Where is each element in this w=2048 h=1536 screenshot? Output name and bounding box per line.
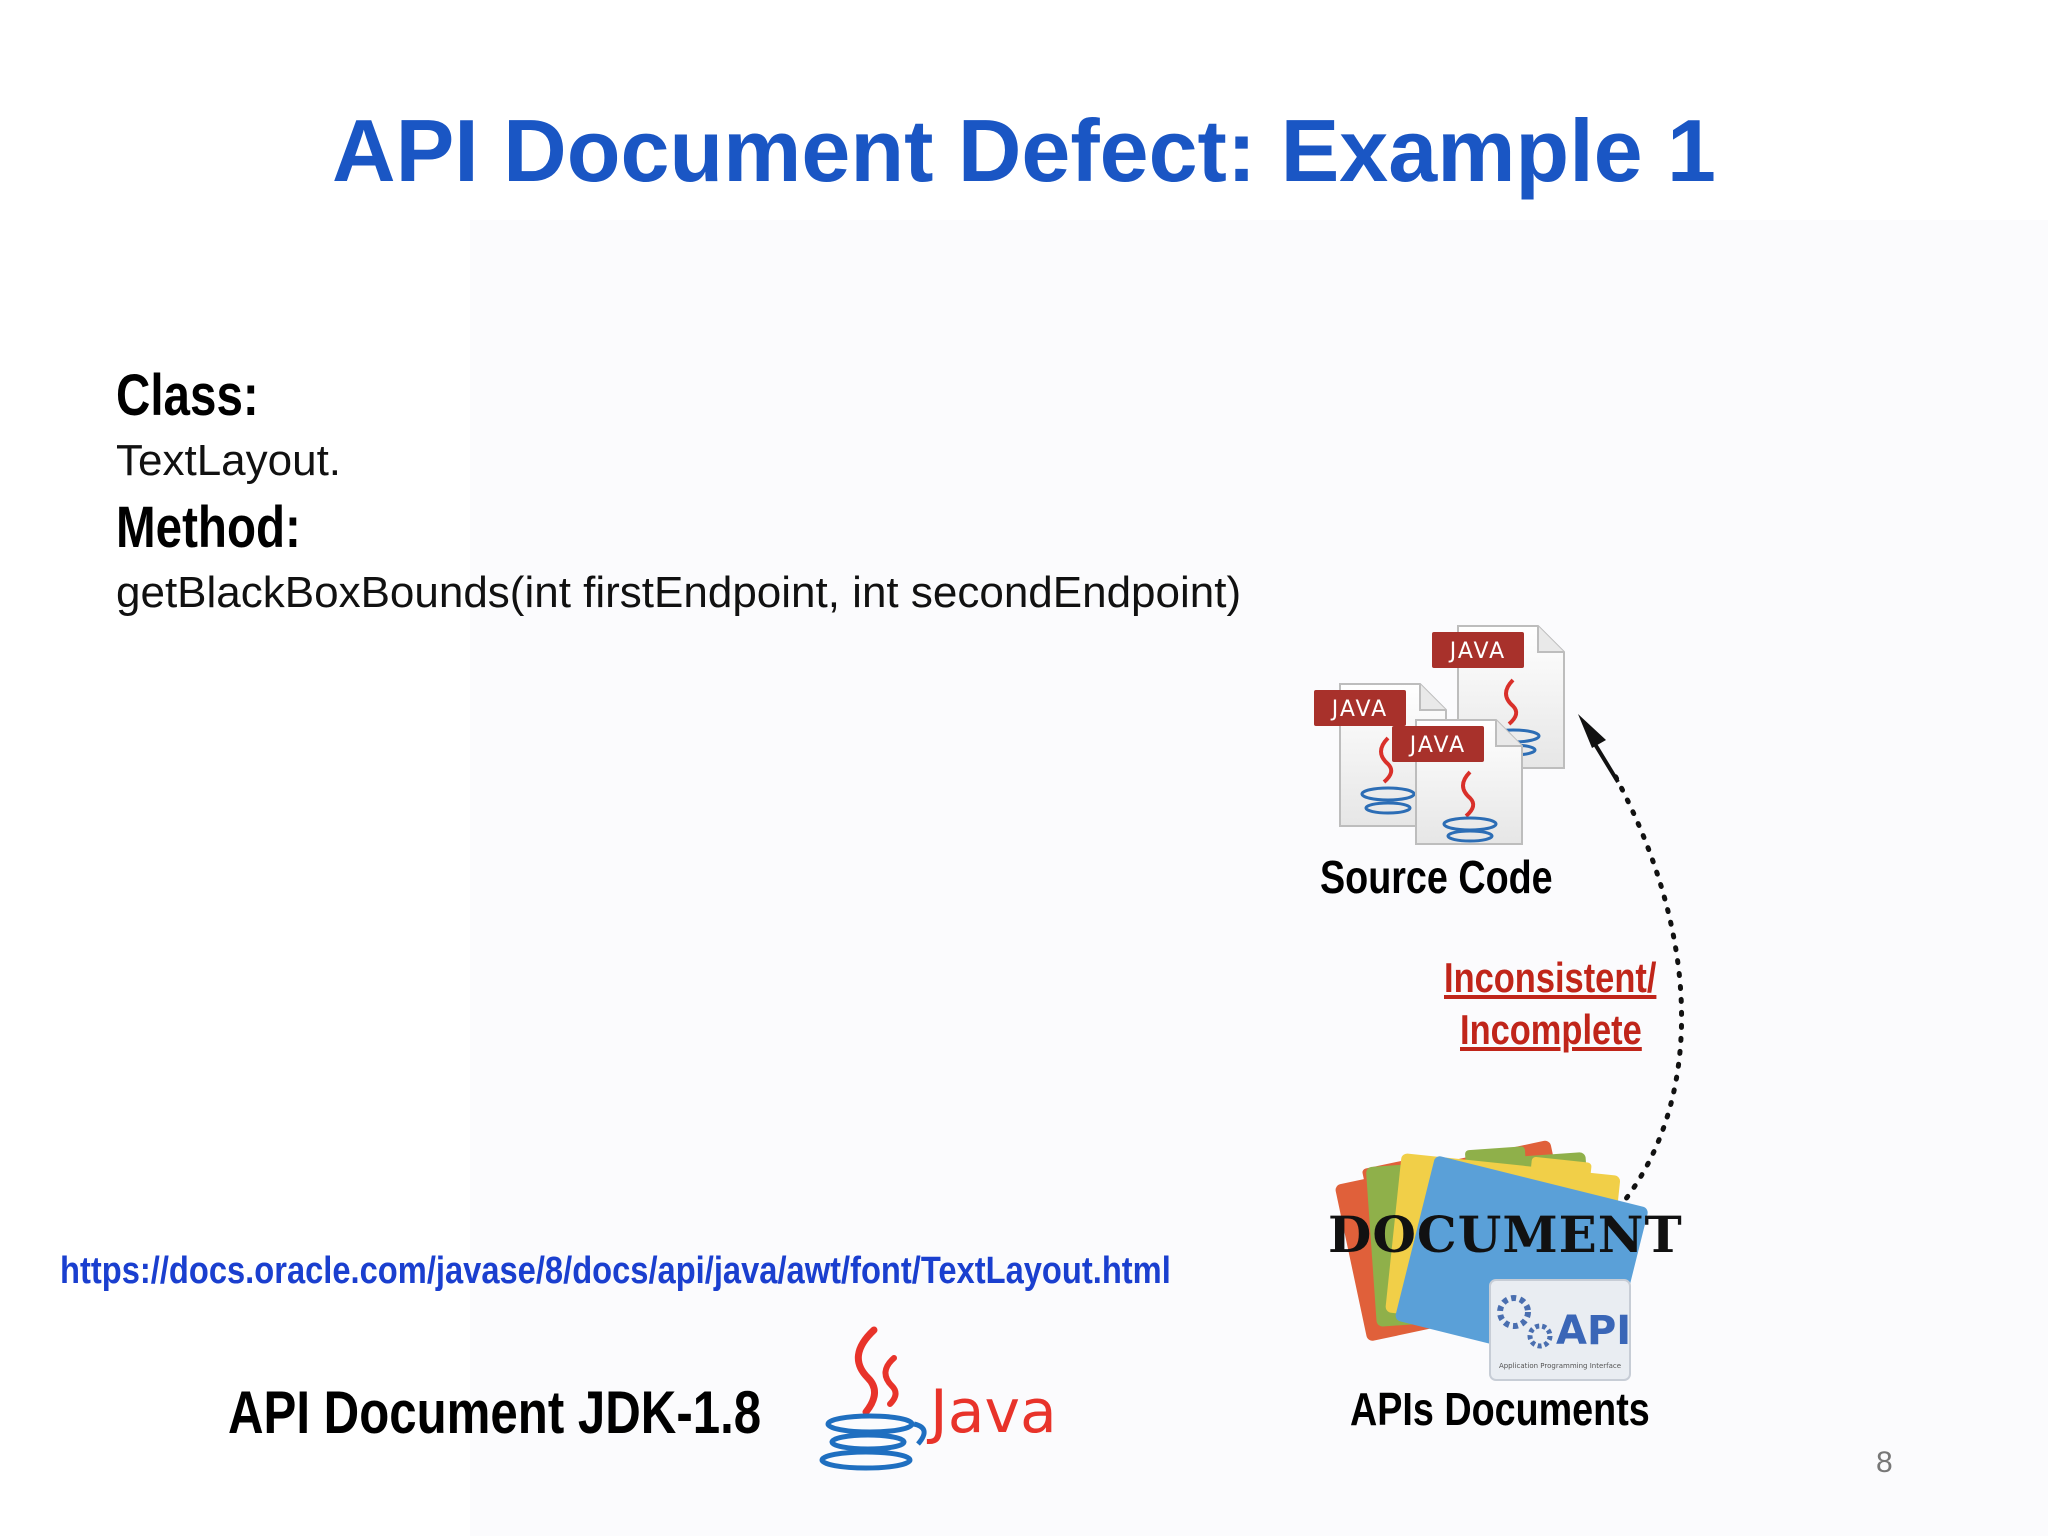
annotation-inconsistent: Inconsistent/ — [1444, 954, 1657, 1001]
documents-wordmark: DOCUMENTS — [1328, 1205, 1682, 1264]
documents-folders-icon: DOCUMENTS API Application Programming In… — [1328, 1140, 1682, 1381]
annotation-incomplete: Incomplete — [1460, 1006, 1642, 1053]
slide-title: API Document Defect: Example 1 — [332, 101, 1716, 200]
class-label: Class: — [116, 363, 259, 428]
class-value: TextLayout. — [116, 436, 342, 485]
background-panel — [470, 220, 2048, 1536]
method-value: getBlackBoxBounds(int firstEndpoint, int… — [116, 568, 1242, 617]
java-logo-icon: Java — [819, 1326, 1057, 1471]
java-logo-text: Java — [926, 1377, 1057, 1447]
java-source-files-icon: JAVA JAVA JAVA — [1314, 625, 1565, 845]
source-code-caption: Source Code — [1320, 851, 1553, 903]
svg-text:Application Programming Interf: Application Programming Interface — [1499, 1362, 1621, 1370]
api-badge-icon: API Application Programming Interface — [1489, 1279, 1631, 1381]
svg-text:JAVA: JAVA — [1408, 733, 1466, 758]
svg-text:JAVA: JAVA — [1448, 639, 1506, 664]
method-label: Method: — [116, 495, 301, 560]
dotted-arrow-icon — [1578, 714, 1685, 1221]
api-document-caption: API Document JDK-1.8 — [228, 1379, 762, 1446]
textlayout-doc-link[interactable]: https://docs.oracle.com/javase/8/docs/ap… — [60, 1250, 1171, 1292]
page-number: 8 — [1876, 1446, 1893, 1479]
svg-text:JAVA: JAVA — [1330, 697, 1388, 722]
svg-text:API: API — [1556, 1308, 1631, 1354]
java-file-icon-front: JAVA — [1392, 719, 1523, 845]
apis-documents-caption: APIs Documents — [1350, 1383, 1650, 1435]
